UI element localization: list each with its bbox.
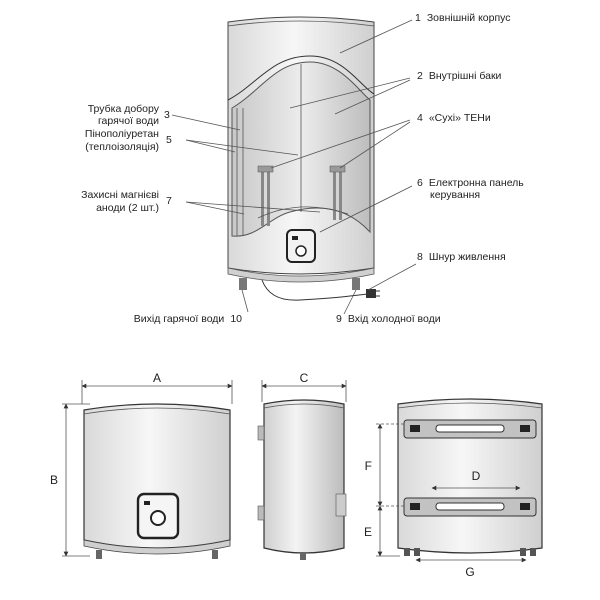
power-cord [261, 279, 369, 301]
callout-1: 1 Зовнішній корпус [415, 12, 511, 24]
dim-E: E [364, 525, 372, 539]
svg-text:(теплоізоляція): (теплоізоляція) [85, 141, 159, 153]
dim-F: F [365, 459, 372, 473]
svg-text:4«Сухі» ТЕНи: 4«Сухі» ТЕНи [417, 112, 491, 124]
power-plug [366, 289, 380, 298]
side-view: C [257, 371, 347, 560]
heating-element-left [257, 165, 274, 226]
dim-D: D [472, 469, 481, 483]
svg-text:5: 5 [166, 134, 172, 146]
cold-water-inlet [352, 278, 360, 290]
dim-G: G [465, 565, 474, 579]
dim-B: B [50, 473, 58, 487]
front-control-panel [136, 492, 180, 540]
svg-text:Захисні магнієві: Захисні магнієві [81, 189, 159, 201]
dim-C: C [300, 371, 309, 385]
callout-1-text: Зовнішній корпус [427, 12, 511, 24]
svg-text:Трубка добору: Трубка добору [88, 103, 160, 115]
back-view: D F E G [364, 398, 543, 579]
front-view: A B [50, 371, 233, 559]
callout-3: Трубка добору гарячої води 3 [88, 103, 170, 127]
callout-1-num: 1 [415, 12, 421, 24]
svg-text:керування: керування [430, 189, 480, 201]
svg-text:3: 3 [164, 109, 170, 121]
callout-4: 4«Сухі» ТЕНи [417, 112, 491, 124]
lower-mount-bracket [403, 497, 537, 517]
svg-text:аноди (2 шт.): аноди (2 шт.) [96, 202, 159, 214]
hot-water-outlet [239, 278, 247, 290]
svg-text:Пінополіуретан: Пінополіуретан [85, 128, 159, 140]
svg-text:7: 7 [166, 195, 172, 207]
callout-5: Пінополіуретан (теплоізоляція) 5 [85, 128, 172, 153]
cutaway-heater [171, 16, 417, 315]
upper-mount-bracket [403, 419, 537, 439]
dim-A: A [153, 371, 161, 385]
svg-text:гарячої води: гарячої води [98, 115, 159, 127]
callout-7: Захисні магнієві аноди (2 шт.) 7 [81, 189, 172, 214]
control-panel [286, 229, 316, 263]
heating-element-right [329, 165, 346, 220]
